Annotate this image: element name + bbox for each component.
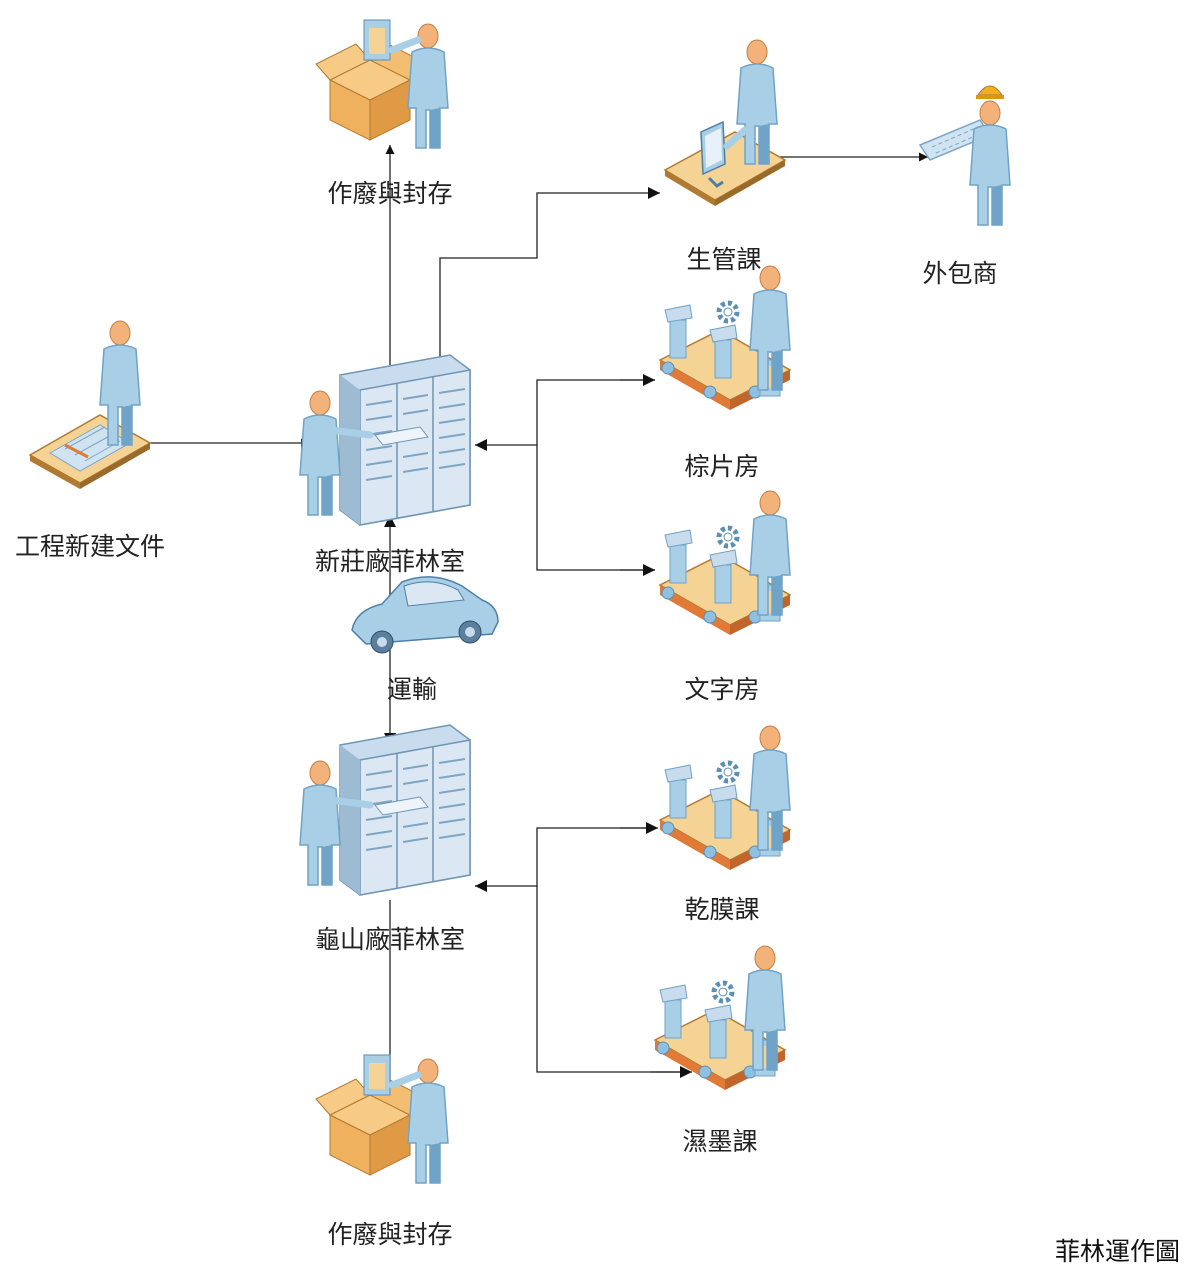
node-guishan-film-room: 龜山廠菲林室 <box>300 725 470 954</box>
node-label: 外包商 <box>922 259 997 288</box>
car-icon <box>351 576 499 654</box>
diagram-caption: 菲林運作圖 <box>1055 1237 1180 1266</box>
edge-xinzhuang-to-production-control <box>439 187 660 380</box>
server-rack-operator-icon <box>300 355 470 525</box>
node-label: 新莊廠菲林室 <box>315 547 465 576</box>
assembly-line-icon <box>660 726 790 870</box>
node-label: 運輸 <box>387 675 437 704</box>
node-label: 作廢與封存 <box>327 179 452 208</box>
node-wet-ink: 濕墨課 <box>655 946 785 1156</box>
edge-dryfilm-to-guishan <box>475 827 655 892</box>
node-label: 作廢與封存 <box>327 1220 452 1249</box>
edge-wetink-to-guishan <box>536 886 690 1073</box>
assembly-line-icon <box>660 491 790 635</box>
node-engineering-document: 工程新建文件 <box>15 321 165 561</box>
node-production-control: 生管課 <box>665 40 785 274</box>
node-label: 棕片房 <box>684 452 759 481</box>
computer-desk-icon <box>665 40 785 206</box>
node-dry-film: 乾膜課 <box>660 726 790 924</box>
node-label: 濕墨課 <box>682 1127 757 1156</box>
connectors <box>150 145 928 1090</box>
contractor-blueprint-icon <box>920 86 1010 225</box>
assembly-line-icon <box>660 266 790 410</box>
node-label: 龜山廠菲林室 <box>315 925 465 954</box>
node-label: 乾膜課 <box>684 895 759 924</box>
edge-brown-room-to-xinzhuang <box>475 379 655 451</box>
edge-text-room-to-xinzhuang <box>536 445 655 571</box>
node-label: 生管課 <box>686 245 761 274</box>
node-transport: 運輸 <box>351 576 499 704</box>
engineer-desk-icon <box>30 321 150 489</box>
node-vendor: 外包商 <box>920 86 1010 288</box>
archive-box-icon <box>316 1055 448 1183</box>
assembly-line-icon <box>655 946 785 1090</box>
node-label: 文字房 <box>684 675 759 704</box>
node-label: 工程新建文件 <box>15 532 165 561</box>
node-scrap-archive-top: 作廢與封存 <box>316 20 453 208</box>
node-scrap-archive-bottom: 作廢與封存 <box>316 1055 453 1249</box>
server-rack-operator-icon <box>300 725 470 895</box>
archive-box-icon <box>316 20 448 148</box>
node-xinzhuang-film-room: 新莊廠菲林室 <box>300 355 470 576</box>
node-brown-room: 棕片房 <box>660 266 790 481</box>
node-text-room: 文字房 <box>660 491 790 704</box>
